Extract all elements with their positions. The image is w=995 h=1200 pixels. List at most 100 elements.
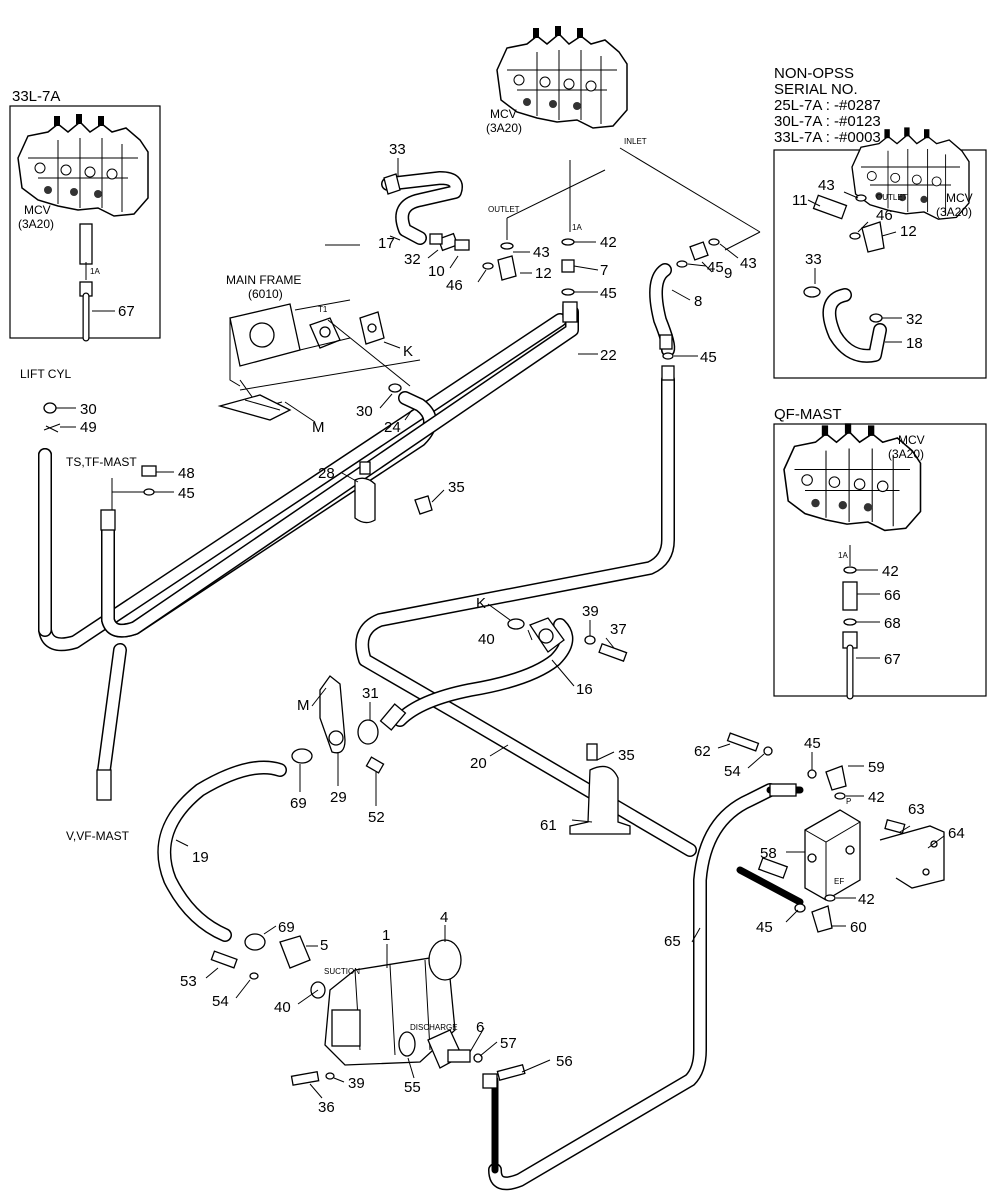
mcv-33l-7a [17, 113, 149, 217]
callout-61: 61 [540, 817, 557, 834]
callout-11: 11 [792, 192, 808, 209]
non-opss-line-4: 30L-7A : -#0123 [774, 113, 881, 130]
callout-54-pump: 54 [212, 993, 229, 1010]
port-1a-qf: 1A [838, 551, 848, 560]
clamp-28 [354, 461, 433, 524]
callout-40-pump: 40 [274, 999, 291, 1016]
fitting-hose-tsmast [100, 509, 116, 531]
valve-block-58 [726, 732, 945, 933]
callout-63: 63 [908, 801, 925, 818]
fitting-1a-left [79, 223, 93, 265]
inset-33l-7a-title: 33L-7A [12, 88, 60, 105]
callout-9: 9 [724, 265, 732, 282]
callout-48: 48 [178, 465, 195, 482]
callout-12-inset: 12 [900, 223, 917, 240]
v-vf-mast-label: V,VF-MAST [66, 829, 130, 843]
callout-45-valve: 45 [804, 735, 821, 752]
callout-m-mid: M [297, 697, 310, 714]
callout-42-top: 42 [600, 234, 617, 251]
callout-32-inset: 32 [906, 311, 923, 328]
mcv-label-non-opss: MCV [946, 191, 973, 205]
callout-43-right: 43 [740, 255, 757, 272]
callout-45-ts: 45 [178, 485, 195, 502]
callout-29: 29 [330, 789, 347, 806]
callout-60: 60 [850, 919, 867, 936]
callout-39-pump: 39 [348, 1075, 365, 1092]
callout-12-top: 12 [535, 265, 552, 282]
callout-10: 10 [428, 263, 445, 280]
callout-65: 65 [664, 933, 681, 950]
bracket-29 [291, 675, 407, 774]
callout-67-qf: 67 [884, 651, 901, 668]
callout-36: 36 [318, 1099, 335, 1116]
callout-68: 68 [884, 615, 901, 632]
fitting-hose-22 [562, 301, 578, 323]
non-opss-line-3: 25L-7A : -#0287 [774, 97, 881, 114]
callout-k-top: K [403, 343, 413, 360]
callout-20: 20 [470, 755, 487, 772]
callout-43-inset: 43 [818, 177, 835, 194]
suction-label: SUCTION [324, 967, 360, 976]
non-opss-line-5: 33L-7A : -#0003 [774, 129, 881, 146]
callout-66: 66 [884, 587, 901, 604]
callout-31: 31 [362, 685, 379, 702]
oring-45-ts [143, 488, 155, 496]
mcv-code-qf: (3A20) [888, 447, 924, 461]
discharge-label: DISCHARGE [410, 1023, 458, 1032]
fitting-hose-65-end [769, 783, 797, 797]
callout-67-left: 67 [118, 303, 135, 320]
callout-43-top: 43 [533, 244, 550, 261]
callout-46-inset: 46 [876, 207, 893, 224]
callout-19: 19 [192, 849, 209, 866]
callout-64: 64 [948, 825, 965, 842]
callout-45-valve-bottom: 45 [756, 919, 773, 936]
mcv-code-non-opss: (3A20) [936, 205, 972, 219]
callout-42-qf: 42 [882, 563, 899, 580]
fitting-hose-20-end [757, 857, 789, 879]
fitting-hose-v-mast [96, 769, 112, 801]
port-t1-label: T1 [318, 305, 328, 314]
callout-32-top: 32 [404, 251, 421, 268]
pin-49 [43, 423, 61, 433]
callout-42-valve-top: 42 [868, 789, 885, 806]
callout-54-right: 54 [724, 763, 741, 780]
main-frame-code: (6010) [248, 287, 283, 301]
callout-56: 56 [556, 1053, 573, 1070]
callout-16: 16 [576, 681, 593, 698]
callout-8: 8 [694, 293, 702, 310]
callout-7: 7 [600, 262, 608, 279]
callout-m-top: M [312, 419, 325, 436]
port-1a-left: 1A [90, 267, 100, 276]
callout-6: 6 [476, 1019, 484, 1036]
callout-30-left: 30 [80, 401, 97, 418]
callout-22: 22 [600, 347, 617, 364]
pump-assembly [210, 933, 526, 1089]
callout-45-top: 45 [600, 285, 617, 302]
cap-48 [141, 465, 157, 477]
non-opss-line-1: NON-OPSS [774, 65, 854, 82]
callout-53: 53 [180, 973, 197, 990]
callout-17: 17 [378, 235, 395, 252]
callout-49: 49 [80, 419, 97, 436]
adapter-66 [842, 581, 858, 611]
port-p-label: P [846, 797, 851, 806]
callout-35-mid: 35 [618, 747, 635, 764]
inset-qf-mast-title: QF-MAST [774, 406, 842, 423]
main-frame-bracket [217, 244, 421, 423]
hose-58-connector [736, 866, 804, 906]
callout-40-mid: 40 [478, 631, 495, 648]
non-opss-line-2: SERIAL NO. [774, 81, 858, 98]
callout-45-right: 45 [707, 259, 724, 276]
outlet-label: OUTLET [488, 205, 520, 214]
callout-58: 58 [760, 845, 777, 862]
callout-69-mid: 69 [290, 795, 307, 812]
callout-24: 24 [384, 419, 401, 436]
mcv-code-main: (3A20) [486, 121, 522, 135]
oring-68 [843, 618, 857, 626]
hose-group [38, 171, 887, 1191]
callout-4: 4 [440, 909, 448, 926]
callout-42-valve-bottom: 42 [858, 891, 875, 908]
callout-k-mid: K [476, 595, 486, 612]
callout-55: 55 [404, 1079, 421, 1096]
